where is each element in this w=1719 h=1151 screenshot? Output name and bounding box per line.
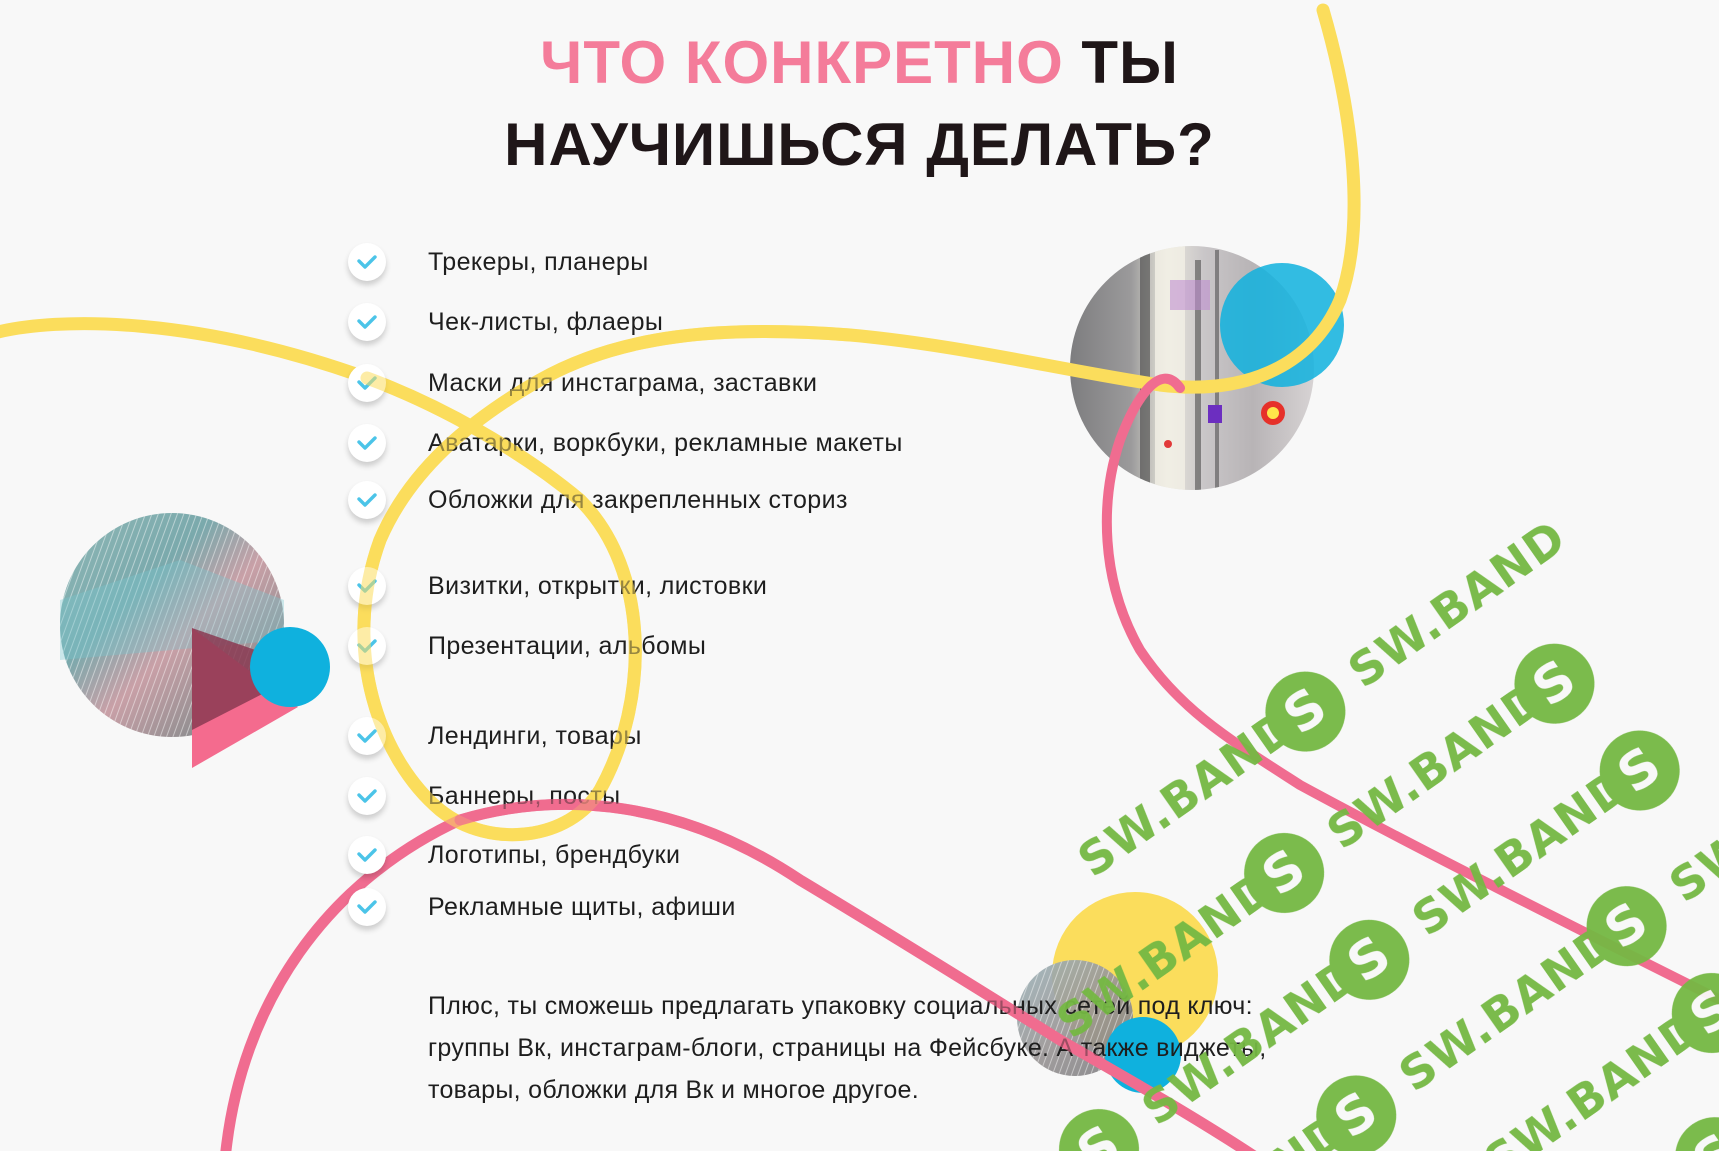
check-icon (348, 567, 386, 605)
check-icon (348, 888, 386, 926)
list-item: Рекламные щиты, афиши (348, 887, 1048, 927)
list-item-label: Рекламные щиты, афиши (428, 892, 736, 921)
title-accent: ЧТО КОНКРЕТНО (540, 29, 1064, 96)
title-line-2: НАУЧИШЬСЯ ДЕЛАТЬ? (504, 111, 1215, 178)
list-item: Презентации, альбомы (348, 626, 1048, 666)
check-icon (348, 717, 386, 755)
check-icon (348, 364, 386, 402)
page-title: ЧТО КОНКРЕТНО ТЫ НАУЧИШЬСЯ ДЕЛАТЬ? (0, 22, 1719, 186)
list-item: Лендинги, товары (348, 716, 1048, 756)
list-item-label: Обложки для закрепленных сториз (428, 485, 848, 514)
check-icon (348, 777, 386, 815)
list-item-label: Логотипы, брендбуки (428, 840, 681, 869)
list-item: Маски для инстаграма, заставки (348, 363, 1048, 403)
check-icon (348, 243, 386, 281)
check-icon (348, 836, 386, 874)
list-item-label: Маски для инстаграма, заставки (428, 368, 818, 397)
check-icon (348, 424, 386, 462)
list-item-label: Визитки, открытки, листовки (428, 571, 768, 600)
list-item: Баннеры, посты (348, 776, 1048, 816)
list-item: Трекеры, планеры (348, 242, 1048, 282)
check-icon (348, 303, 386, 341)
list-item: Обложки для закрепленных сториз (348, 480, 1048, 520)
check-icon (348, 627, 386, 665)
list-item: Визитки, открытки, листовки (348, 566, 1048, 606)
list-item: Чек-листы, флаеры (348, 302, 1048, 342)
summary-paragraph: Плюс, ты сможешь предлагать упаковку соц… (428, 992, 1267, 1104)
list-item: Аватарки, воркбуки, рекламные макеты (348, 423, 1048, 463)
title-rest: ТЫ (1063, 29, 1179, 96)
list-item: Логотипы, брендбуки (348, 835, 1048, 875)
check-icon (348, 481, 386, 519)
list-item-label: Презентации, альбомы (428, 631, 707, 660)
list-item-label: Баннеры, посты (428, 781, 621, 810)
list-item-label: Чек-листы, флаеры (428, 307, 664, 336)
list-item-label: Аватарки, воркбуки, рекламные макеты (428, 428, 903, 457)
list-item-label: Трекеры, планеры (428, 247, 649, 276)
list-item-label: Лендинги, товары (428, 721, 642, 750)
